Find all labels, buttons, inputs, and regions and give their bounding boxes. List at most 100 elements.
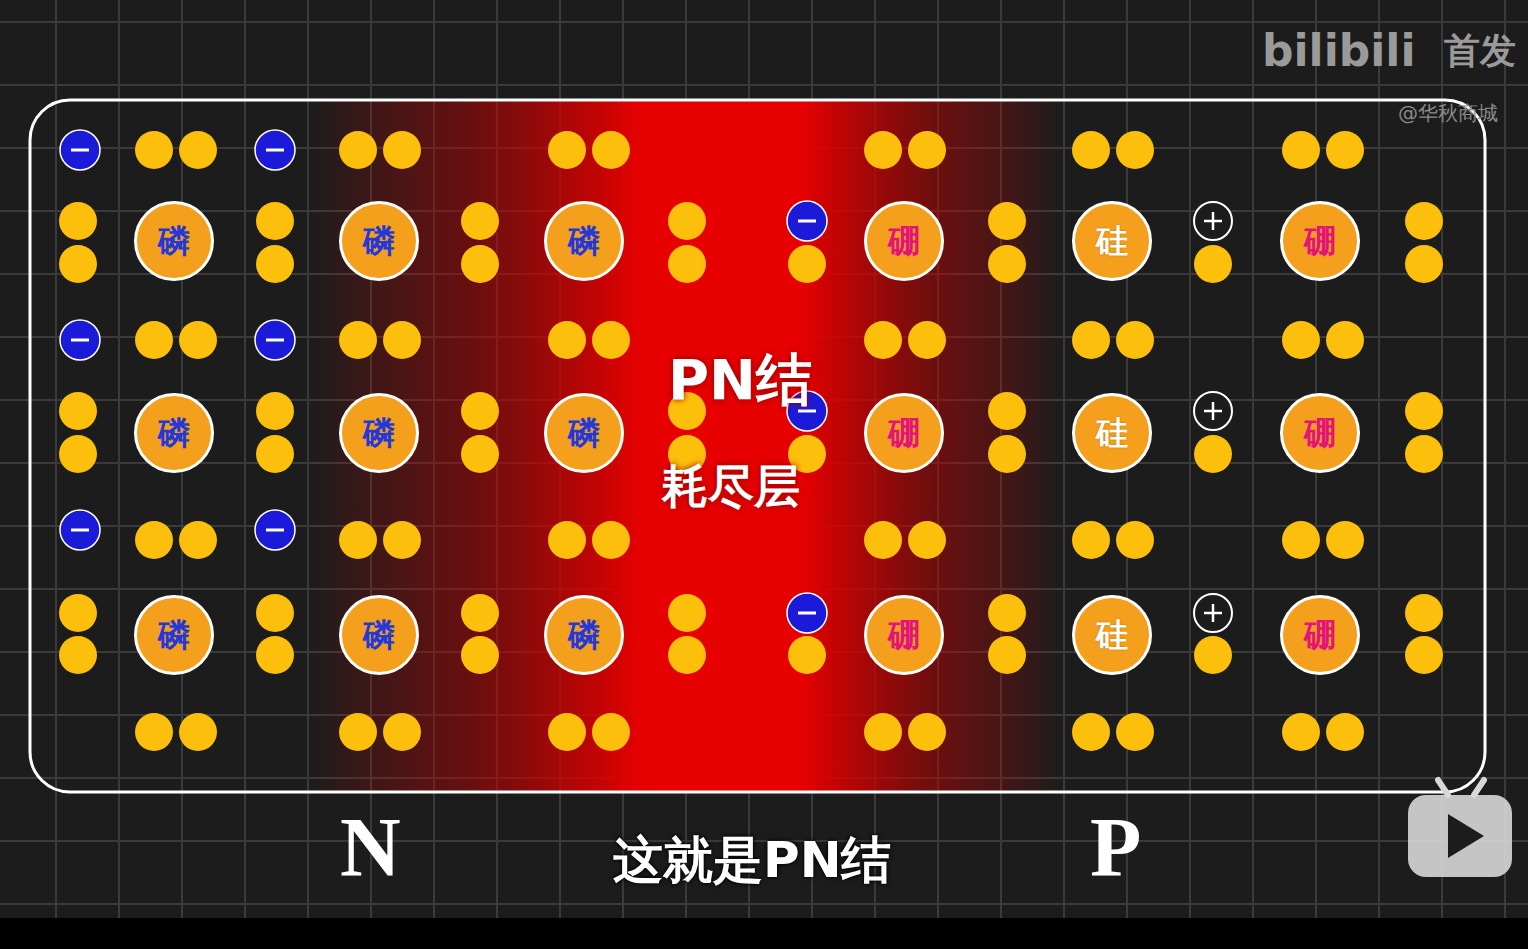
valence-electron (135, 521, 173, 559)
subtitle-caption: 这就是PN结 (613, 832, 892, 890)
hole (1194, 594, 1232, 632)
free-electron (255, 320, 295, 360)
valence-electron (339, 131, 377, 169)
atom: 磷 (544, 393, 624, 473)
hole (1194, 202, 1232, 240)
valence-electron (548, 521, 586, 559)
valence-electron (988, 202, 1026, 240)
valence-electron (1194, 636, 1232, 674)
atom: 硼 (1280, 595, 1360, 675)
atom: 磷 (134, 595, 214, 675)
valence-electron (548, 131, 586, 169)
atom-symbol: 磷 (568, 619, 600, 651)
valence-electron (179, 131, 217, 169)
grid-line (1504, 0, 1506, 918)
atom: 磷 (339, 393, 419, 473)
valence-electron (668, 245, 706, 283)
valence-electron (908, 713, 946, 751)
minus-sign (798, 220, 816, 223)
atom: 硅 (1072, 201, 1152, 281)
valence-electron (592, 713, 630, 751)
atom-symbol: 硅 (1096, 619, 1128, 651)
valence-electron (1282, 521, 1320, 559)
valence-electron (59, 202, 97, 240)
free-electron (60, 320, 100, 360)
atom-symbol: 磷 (158, 619, 190, 651)
valence-electron (1072, 521, 1110, 559)
atom-symbol: 磷 (158, 417, 190, 449)
minus-sign (266, 149, 284, 152)
play-icon-ear (1474, 780, 1484, 795)
valence-electron (548, 713, 586, 751)
atom-symbol: 磷 (363, 619, 395, 651)
depletion-zone (30, 100, 1485, 792)
valence-electron (383, 521, 421, 559)
play-icon-body (1408, 795, 1512, 877)
valence-electron (1405, 202, 1443, 240)
valence-electron (908, 321, 946, 359)
free-electron (255, 510, 295, 550)
valence-electron (908, 131, 946, 169)
atom: 硅 (1072, 595, 1152, 675)
valence-electron (135, 713, 173, 751)
watermark: @华秋商城 (1398, 102, 1498, 125)
atom-symbol: 硼 (1304, 225, 1336, 257)
atom: 硼 (864, 393, 944, 473)
valence-electron (1116, 521, 1154, 559)
valence-electron (1072, 131, 1110, 169)
plus-sign (1212, 604, 1215, 622)
valence-electron (788, 636, 826, 674)
valence-electron (864, 521, 902, 559)
crystal-frame (30, 100, 1485, 792)
valence-electron (1326, 521, 1364, 559)
valence-electron (256, 392, 294, 430)
free-electron (787, 593, 827, 633)
valence-electron (383, 713, 421, 751)
minus-sign (71, 529, 89, 532)
free-electron (787, 201, 827, 241)
atom-symbol: 磷 (568, 225, 600, 257)
valence-electron (461, 435, 499, 473)
atom-symbol: 硼 (888, 619, 920, 651)
valence-electron (788, 245, 826, 283)
valence-electron (256, 245, 294, 283)
valence-electron (864, 321, 902, 359)
free-electron (60, 130, 100, 170)
side-label: P (1090, 800, 1141, 897)
grid-line (0, 21, 1528, 23)
valence-electron (1116, 713, 1154, 751)
atom-symbol: 磷 (568, 417, 600, 449)
valence-electron (383, 131, 421, 169)
atom: 硅 (1072, 393, 1152, 473)
valence-electron (59, 245, 97, 283)
valence-electron (59, 636, 97, 674)
valence-electron (864, 713, 902, 751)
minus-sign (71, 339, 89, 342)
atom: 磷 (339, 595, 419, 675)
valence-electron (1282, 321, 1320, 359)
valence-electron (1405, 245, 1443, 283)
valence-electron (179, 713, 217, 751)
valence-electron (1405, 636, 1443, 674)
valence-electron (1116, 321, 1154, 359)
valence-electron (1326, 321, 1364, 359)
valence-electron (59, 435, 97, 473)
atom-symbol: 硅 (1096, 417, 1128, 449)
minus-sign (266, 529, 284, 532)
valence-electron (179, 521, 217, 559)
valence-electron (592, 321, 630, 359)
play-icon-triangle (1448, 814, 1484, 858)
valence-electron (1116, 131, 1154, 169)
valence-electron (256, 202, 294, 240)
valence-electron (1282, 713, 1320, 751)
valence-electron (668, 594, 706, 632)
atom-symbol: 硼 (1304, 619, 1336, 651)
valence-electron (339, 521, 377, 559)
valence-electron (461, 202, 499, 240)
grid-line (0, 903, 1528, 905)
valence-electron (1194, 435, 1232, 473)
valence-electron (339, 713, 377, 751)
atom: 磷 (134, 201, 214, 281)
valence-electron (383, 321, 421, 359)
valence-electron (59, 392, 97, 430)
